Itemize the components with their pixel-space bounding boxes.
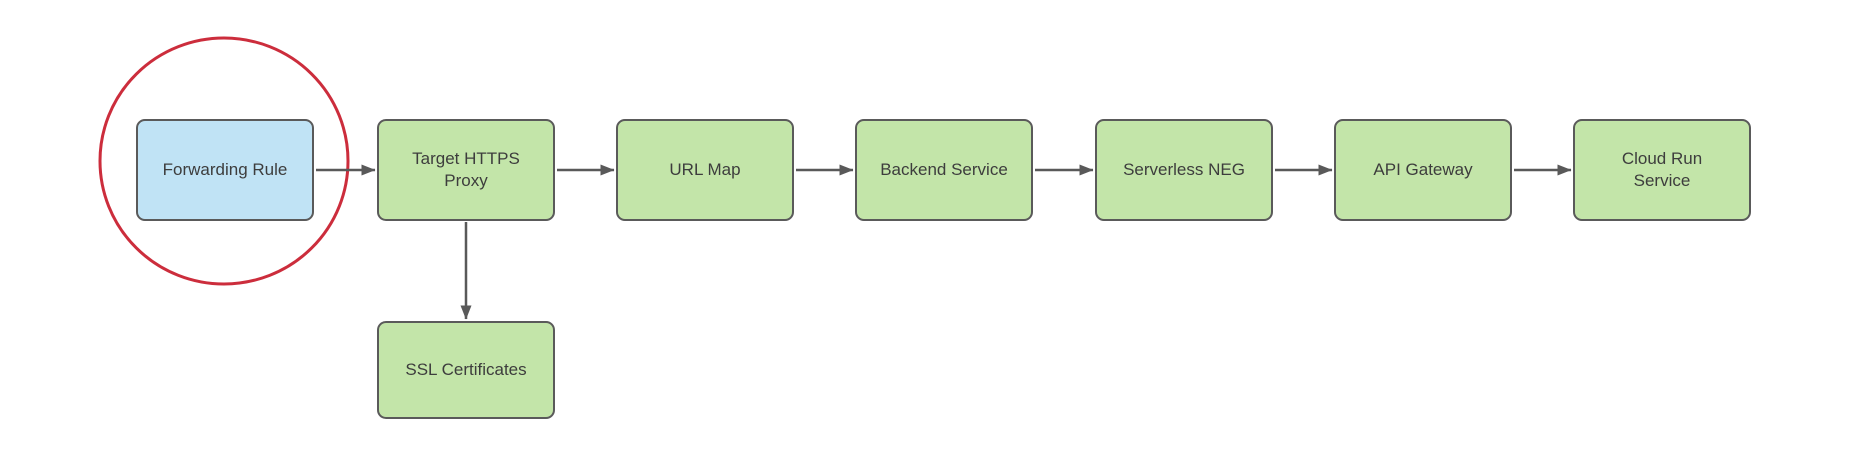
node-ssl-certificates: SSL Certificates (377, 321, 555, 419)
node-backend-service: Backend Service (855, 119, 1033, 221)
node-api-gateway: API Gateway (1334, 119, 1512, 221)
node-cloud-run-service: Cloud Run Service (1573, 119, 1751, 221)
node-forwarding-rule: Forwarding Rule (136, 119, 314, 221)
highlight-ellipse (98, 36, 350, 286)
node-serverless-neg: Serverless NEG (1095, 119, 1273, 221)
node-url-map: URL Map (616, 119, 794, 221)
node-target-https-proxy: Target HTTPS Proxy (377, 119, 555, 221)
